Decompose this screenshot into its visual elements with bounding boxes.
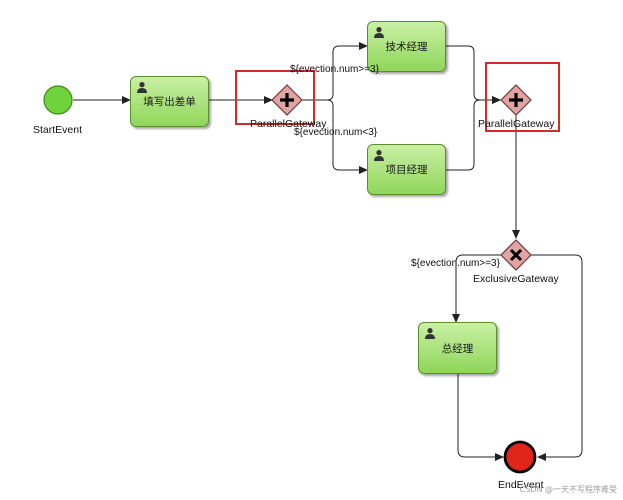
task-general-manager[interactable]: 总经理 (418, 322, 497, 374)
task-label: 项目经理 (385, 164, 428, 176)
user-icon (425, 328, 435, 339)
task-tech-manager[interactable]: 技术经理 (367, 21, 446, 72)
parallel-gateway-1-label: ParallelGateway (250, 118, 327, 130)
x-icon (509, 248, 523, 262)
condition-tech: ${evection.num>=3} (290, 64, 379, 75)
parallel-gateway-1[interactable] (271, 84, 303, 116)
user-icon (374, 27, 384, 38)
parallel-gateway-2[interactable] (500, 84, 532, 116)
task-project-manager[interactable]: 项目经理 (367, 144, 446, 195)
user-icon (137, 82, 147, 93)
flow-tech-to-pg2 (446, 45, 501, 104)
exclusive-gateway-label: ExclusiveGateway (473, 273, 559, 285)
highlight-box-gateway-1 (235, 70, 315, 125)
exclusive-gateway[interactable] (500, 239, 532, 271)
flow-eg-to-end (531, 254, 583, 461)
task-label: 技术经理 (385, 41, 428, 53)
parallel-gateway-2-label: ParallelGateway (478, 118, 555, 130)
flow-gm-to-end (457, 374, 504, 461)
user-icon (374, 150, 384, 161)
task-label: 总经理 (441, 342, 474, 355)
highlight-box-gateway-2 (485, 62, 560, 132)
watermark-text: CSDN @一天不写程序难受 (519, 485, 617, 494)
task-label: 填写出差单 (143, 96, 196, 108)
plus-icon (280, 93, 294, 107)
end-event-label: EndEvent (498, 479, 544, 491)
flow-pg1-to-proj (302, 99, 368, 174)
start-event-circle[interactable] (43, 85, 73, 115)
task-fill-form[interactable]: 填写出差单 (130, 76, 209, 127)
flow-proj-to-pg2 (446, 96, 501, 171)
condition-gm: ${evection.num>=3} (411, 258, 500, 269)
flow-eg-to-gm (452, 254, 501, 323)
plus-icon (509, 93, 523, 107)
condition-proj: ${evection.num<3} (294, 127, 378, 138)
flow-pg1-to-tech (302, 42, 368, 101)
start-event-label: StartEvent (33, 124, 83, 136)
end-event-circle[interactable] (503, 440, 537, 474)
